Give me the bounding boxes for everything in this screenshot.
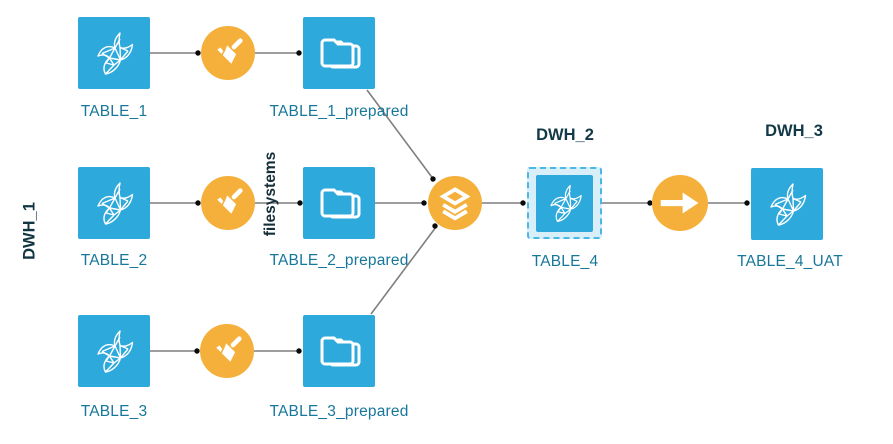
dataset-table-3-prepared[interactable]	[303, 315, 375, 387]
dataset-label: TABLE_2_prepared	[269, 252, 409, 269]
dataset-label: TABLE_2	[80, 252, 148, 269]
zone-label-dwh-2: DWH_2	[536, 126, 594, 144]
dataset-label: TABLE_4	[531, 253, 599, 270]
dataset-label: TABLE_1_prepared	[269, 103, 409, 120]
stack-recipe[interactable]	[428, 176, 482, 230]
dataset-table-1-prepared[interactable]	[303, 17, 375, 89]
dataset-table-2[interactable]	[78, 167, 150, 239]
dataset-table-4-uat[interactable]	[751, 168, 823, 240]
dataset-label: TABLE_4_UAT	[737, 253, 843, 270]
prepare-recipe-3[interactable]	[200, 324, 254, 378]
dataset-table-4-selected[interactable]	[527, 167, 602, 239]
broom-icon	[207, 182, 249, 224]
sqlserver-icon	[544, 182, 586, 224]
arrow-right-icon	[659, 182, 701, 224]
dataset-table-3[interactable]	[78, 315, 150, 387]
sqlserver-icon	[90, 29, 138, 77]
dataset-table-2-prepared[interactable]	[303, 167, 375, 239]
sync-recipe[interactable]	[652, 175, 708, 231]
dataset-label: TABLE_3_prepared	[269, 403, 409, 420]
folder-icon	[315, 327, 363, 375]
zone-label-dwh-3: DWH_3	[765, 122, 823, 140]
folder-icon	[315, 179, 363, 227]
prepare-recipe-1[interactable]	[201, 26, 255, 80]
dataset-label: TABLE_1	[80, 103, 148, 120]
stacked-layers-icon	[434, 182, 476, 224]
sqlserver-icon	[763, 180, 811, 228]
broom-icon	[207, 32, 249, 74]
dataset-label: TABLE_3	[80, 403, 148, 420]
zone-label-filesystems: filesystems	[262, 151, 279, 237]
sqlserver-icon	[90, 327, 138, 375]
sqlserver-icon	[90, 179, 138, 227]
folder-icon	[315, 29, 363, 77]
dataset-table-1[interactable]	[78, 17, 150, 89]
prepare-recipe-2[interactable]	[201, 176, 255, 230]
dataset-table-4	[536, 174, 593, 232]
broom-icon	[206, 330, 248, 372]
